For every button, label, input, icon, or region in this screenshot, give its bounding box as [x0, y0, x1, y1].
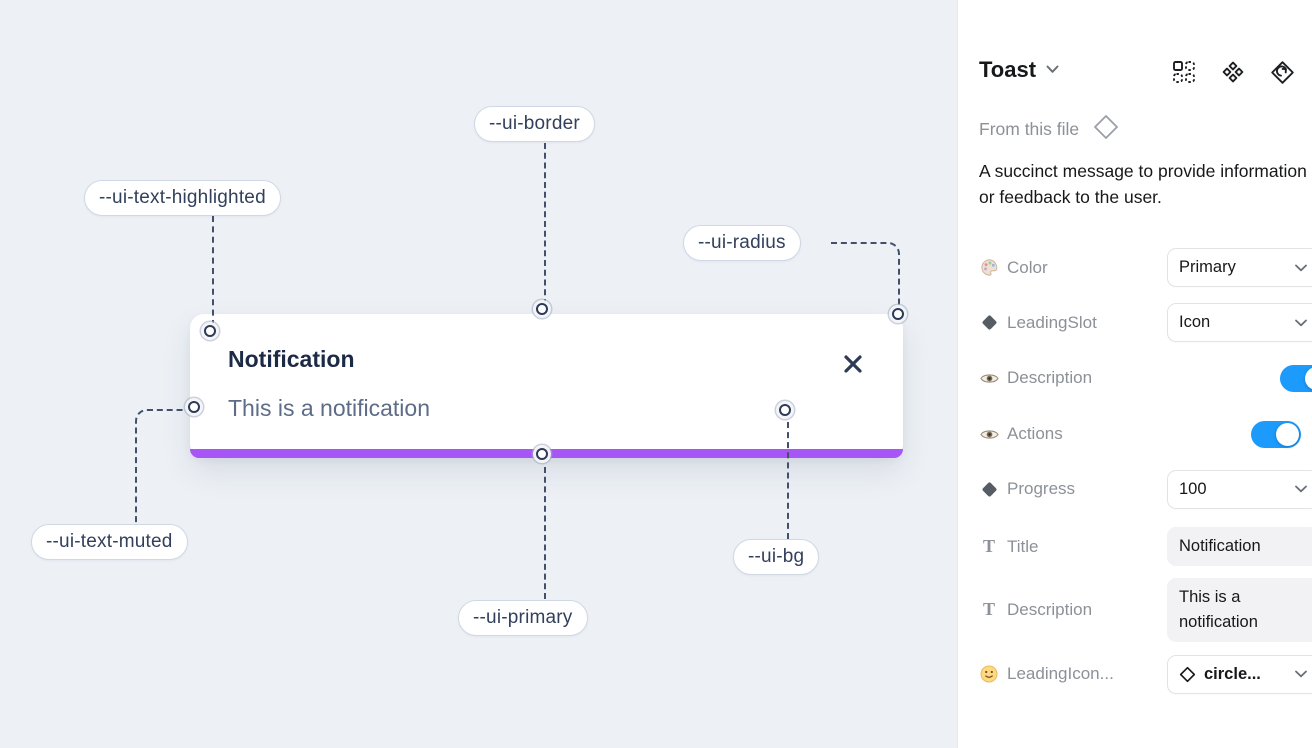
anchor-radius — [892, 308, 904, 320]
text-type-icon: T — [982, 536, 995, 556]
toast-component: Notification This is a notification — [190, 314, 903, 458]
row-label: Color — [1007, 257, 1048, 277]
anchor-text-highlighted — [204, 325, 216, 337]
chevron-down-icon — [1295, 670, 1307, 678]
instance-grid-icon[interactable] — [1172, 60, 1196, 90]
toast-description: This is a notification — [228, 395, 430, 421]
eye-icon — [979, 372, 999, 385]
variant-diamond-icon — [979, 314, 999, 331]
close-icon[interactable] — [841, 352, 865, 376]
row-label: Description — [1007, 368, 1093, 387]
leading-slot-select[interactable]: Icon — [1167, 303, 1312, 342]
toast-title: Notification — [228, 346, 355, 372]
row-label: LeadingIcon... — [1007, 664, 1114, 683]
row-actions-visibility: Actions — [979, 414, 1301, 454]
label-ui-radius: --ui-radius — [683, 225, 801, 261]
connector-border — [544, 143, 546, 305]
row-description-text: T Description This is a notification — [979, 577, 1312, 642]
row-label: Actions — [1007, 424, 1063, 443]
color-select[interactable]: Primary — [1167, 248, 1312, 287]
row-leading-icon: LeadingIcon... circle... — [979, 654, 1312, 694]
component-title-row[interactable]: Toast — [979, 57, 1059, 83]
description-toggle[interactable] — [1280, 364, 1312, 392]
header-actions — [1172, 60, 1295, 90]
connector-primary — [544, 467, 546, 599]
description-input[interactable]: This is a notification — [1167, 577, 1312, 642]
leading-icon-select[interactable]: circle... — [1167, 654, 1312, 694]
anchor-bg — [779, 404, 791, 416]
eye-icon — [979, 428, 999, 441]
row-title-text: T Title Notification — [979, 527, 1312, 566]
row-leading-slot: LeadingSlot Icon — [979, 303, 1312, 342]
label-ui-text-muted: --ui-text-muted — [31, 524, 188, 560]
label-ui-bg: --ui-bg — [733, 539, 820, 575]
smiley-icon — [979, 665, 999, 683]
preview-canvas: Notification This is a notification --ui… — [0, 0, 957, 748]
row-label: Title — [1007, 536, 1039, 556]
file-diamond-icon[interactable] — [1091, 112, 1121, 147]
palette-icon — [979, 258, 999, 277]
row-label: Description — [1007, 599, 1093, 619]
label-ui-border: --ui-border — [474, 106, 595, 142]
properties-panel: Toast — [957, 0, 1312, 748]
source-row: From this file — [979, 112, 1121, 147]
connector-text-highlighted — [212, 216, 214, 326]
component-set-icon[interactable] — [1221, 60, 1245, 90]
chevron-down-icon — [1295, 319, 1307, 326]
row-label: LeadingSlot — [1007, 312, 1097, 332]
progress-select[interactable]: 100 — [1167, 469, 1312, 509]
label-ui-primary: --ui-primary — [458, 600, 588, 636]
icon-diamond-icon — [1179, 666, 1196, 682]
chevron-down-icon — [1295, 264, 1307, 271]
actions-toggle[interactable] — [1250, 420, 1301, 448]
label-ui-text-highlighted: --ui-text-highlighted — [84, 180, 281, 216]
connector-radius — [831, 242, 900, 306]
row-color: Color Primary — [979, 248, 1312, 287]
connector-text-muted — [135, 409, 188, 523]
component-description: A succinct message to provide informatio… — [979, 161, 1307, 207]
row-label: Progress — [1007, 479, 1076, 498]
component-title: Toast — [979, 57, 1037, 82]
source-label: From this file — [979, 119, 1080, 139]
variant-diamond-icon — [979, 481, 999, 497]
chevron-down-icon[interactable] — [1046, 61, 1059, 79]
row-description-visibility: Description — [979, 358, 1312, 398]
anchor-text-muted — [188, 401, 200, 413]
text-type-icon: T — [982, 599, 995, 619]
anchor-border — [536, 303, 548, 315]
row-progress: Progress 100 — [979, 469, 1312, 509]
title-input[interactable]: Notification — [1167, 527, 1312, 566]
chevron-down-icon — [1295, 485, 1307, 493]
go-to-main-component-icon[interactable] — [1270, 60, 1295, 90]
anchor-primary — [536, 448, 548, 460]
connector-bg — [787, 422, 789, 539]
